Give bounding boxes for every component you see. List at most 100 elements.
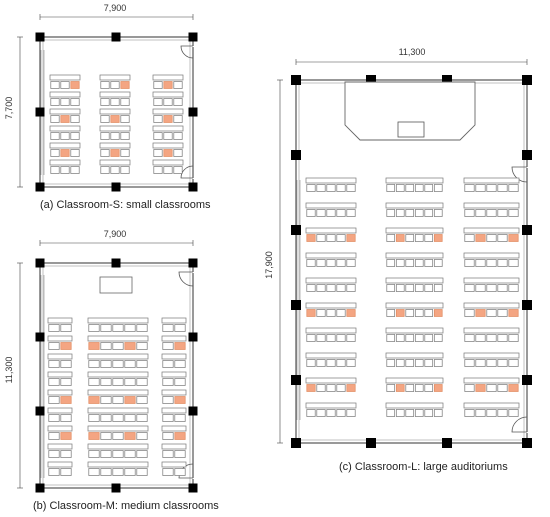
seat xyxy=(464,309,475,317)
seat xyxy=(497,259,508,267)
desk xyxy=(463,227,520,234)
seat xyxy=(60,324,72,332)
seat xyxy=(112,324,124,332)
seat xyxy=(70,166,80,174)
seat xyxy=(162,450,174,458)
seat xyxy=(497,309,508,317)
seat xyxy=(424,334,434,342)
seat xyxy=(50,132,60,140)
column xyxy=(522,438,532,448)
seat xyxy=(395,184,405,192)
column xyxy=(111,182,121,192)
seat xyxy=(326,384,336,392)
desk xyxy=(47,353,73,360)
seat xyxy=(88,432,100,440)
column xyxy=(522,225,532,235)
seat xyxy=(136,414,148,422)
seat xyxy=(475,259,486,267)
seat xyxy=(395,209,405,217)
seat xyxy=(153,81,163,89)
seat xyxy=(346,334,356,342)
seat xyxy=(316,384,326,392)
seat xyxy=(497,334,508,342)
seat xyxy=(60,149,70,157)
seat xyxy=(326,284,336,292)
column xyxy=(442,438,452,448)
seat xyxy=(100,342,112,350)
seat xyxy=(174,414,186,422)
desk xyxy=(49,159,81,166)
seat xyxy=(163,98,173,106)
desk xyxy=(47,461,73,468)
seat xyxy=(486,384,497,392)
classroom-m-plan xyxy=(35,258,198,493)
seat xyxy=(88,378,100,386)
seat xyxy=(316,234,326,242)
desk xyxy=(87,407,149,414)
seat xyxy=(405,284,415,292)
seat xyxy=(508,209,519,217)
seat xyxy=(153,98,163,106)
seat xyxy=(124,360,136,368)
seat xyxy=(508,359,519,367)
seat xyxy=(424,259,434,267)
desk xyxy=(161,317,187,324)
seat xyxy=(433,284,443,292)
seat xyxy=(316,284,326,292)
desk xyxy=(385,227,444,234)
seat xyxy=(136,342,148,350)
seat xyxy=(306,359,316,367)
column xyxy=(35,182,45,192)
desk xyxy=(463,302,520,309)
seat xyxy=(88,324,100,332)
seat xyxy=(497,209,508,217)
seat xyxy=(48,450,60,458)
dimension-lines xyxy=(17,14,528,489)
desk xyxy=(385,177,444,184)
seat xyxy=(486,259,497,267)
seat xyxy=(424,209,434,217)
seat xyxy=(50,115,60,123)
desk xyxy=(385,327,444,334)
desk xyxy=(305,377,357,384)
seat xyxy=(475,234,486,242)
seat xyxy=(173,149,183,157)
seat xyxy=(100,378,112,386)
seat xyxy=(110,115,120,123)
seat xyxy=(386,409,396,417)
seat xyxy=(395,259,405,267)
seat xyxy=(306,259,316,267)
seat xyxy=(464,234,475,242)
seat xyxy=(433,384,443,392)
column xyxy=(188,258,198,268)
column xyxy=(188,332,198,342)
desk xyxy=(87,443,149,450)
desk xyxy=(87,371,149,378)
seat xyxy=(464,334,475,342)
seat xyxy=(162,396,174,404)
seat xyxy=(112,396,124,404)
seat xyxy=(163,115,173,123)
desk xyxy=(463,402,520,409)
seat xyxy=(306,184,316,192)
seat xyxy=(486,184,497,192)
column xyxy=(522,300,532,310)
seat xyxy=(433,309,443,317)
seat xyxy=(163,81,173,89)
seat xyxy=(497,184,508,192)
seat xyxy=(475,309,486,317)
seat xyxy=(414,334,424,342)
desk xyxy=(463,252,520,259)
seat xyxy=(508,384,519,392)
door-gap xyxy=(526,432,529,433)
seat xyxy=(424,284,434,292)
seat xyxy=(346,209,356,217)
seat xyxy=(486,359,497,367)
seat xyxy=(316,184,326,192)
seat xyxy=(60,468,72,476)
desk xyxy=(99,125,131,132)
seat xyxy=(100,115,110,123)
seat xyxy=(316,209,326,217)
column xyxy=(366,438,376,448)
seat xyxy=(346,259,356,267)
